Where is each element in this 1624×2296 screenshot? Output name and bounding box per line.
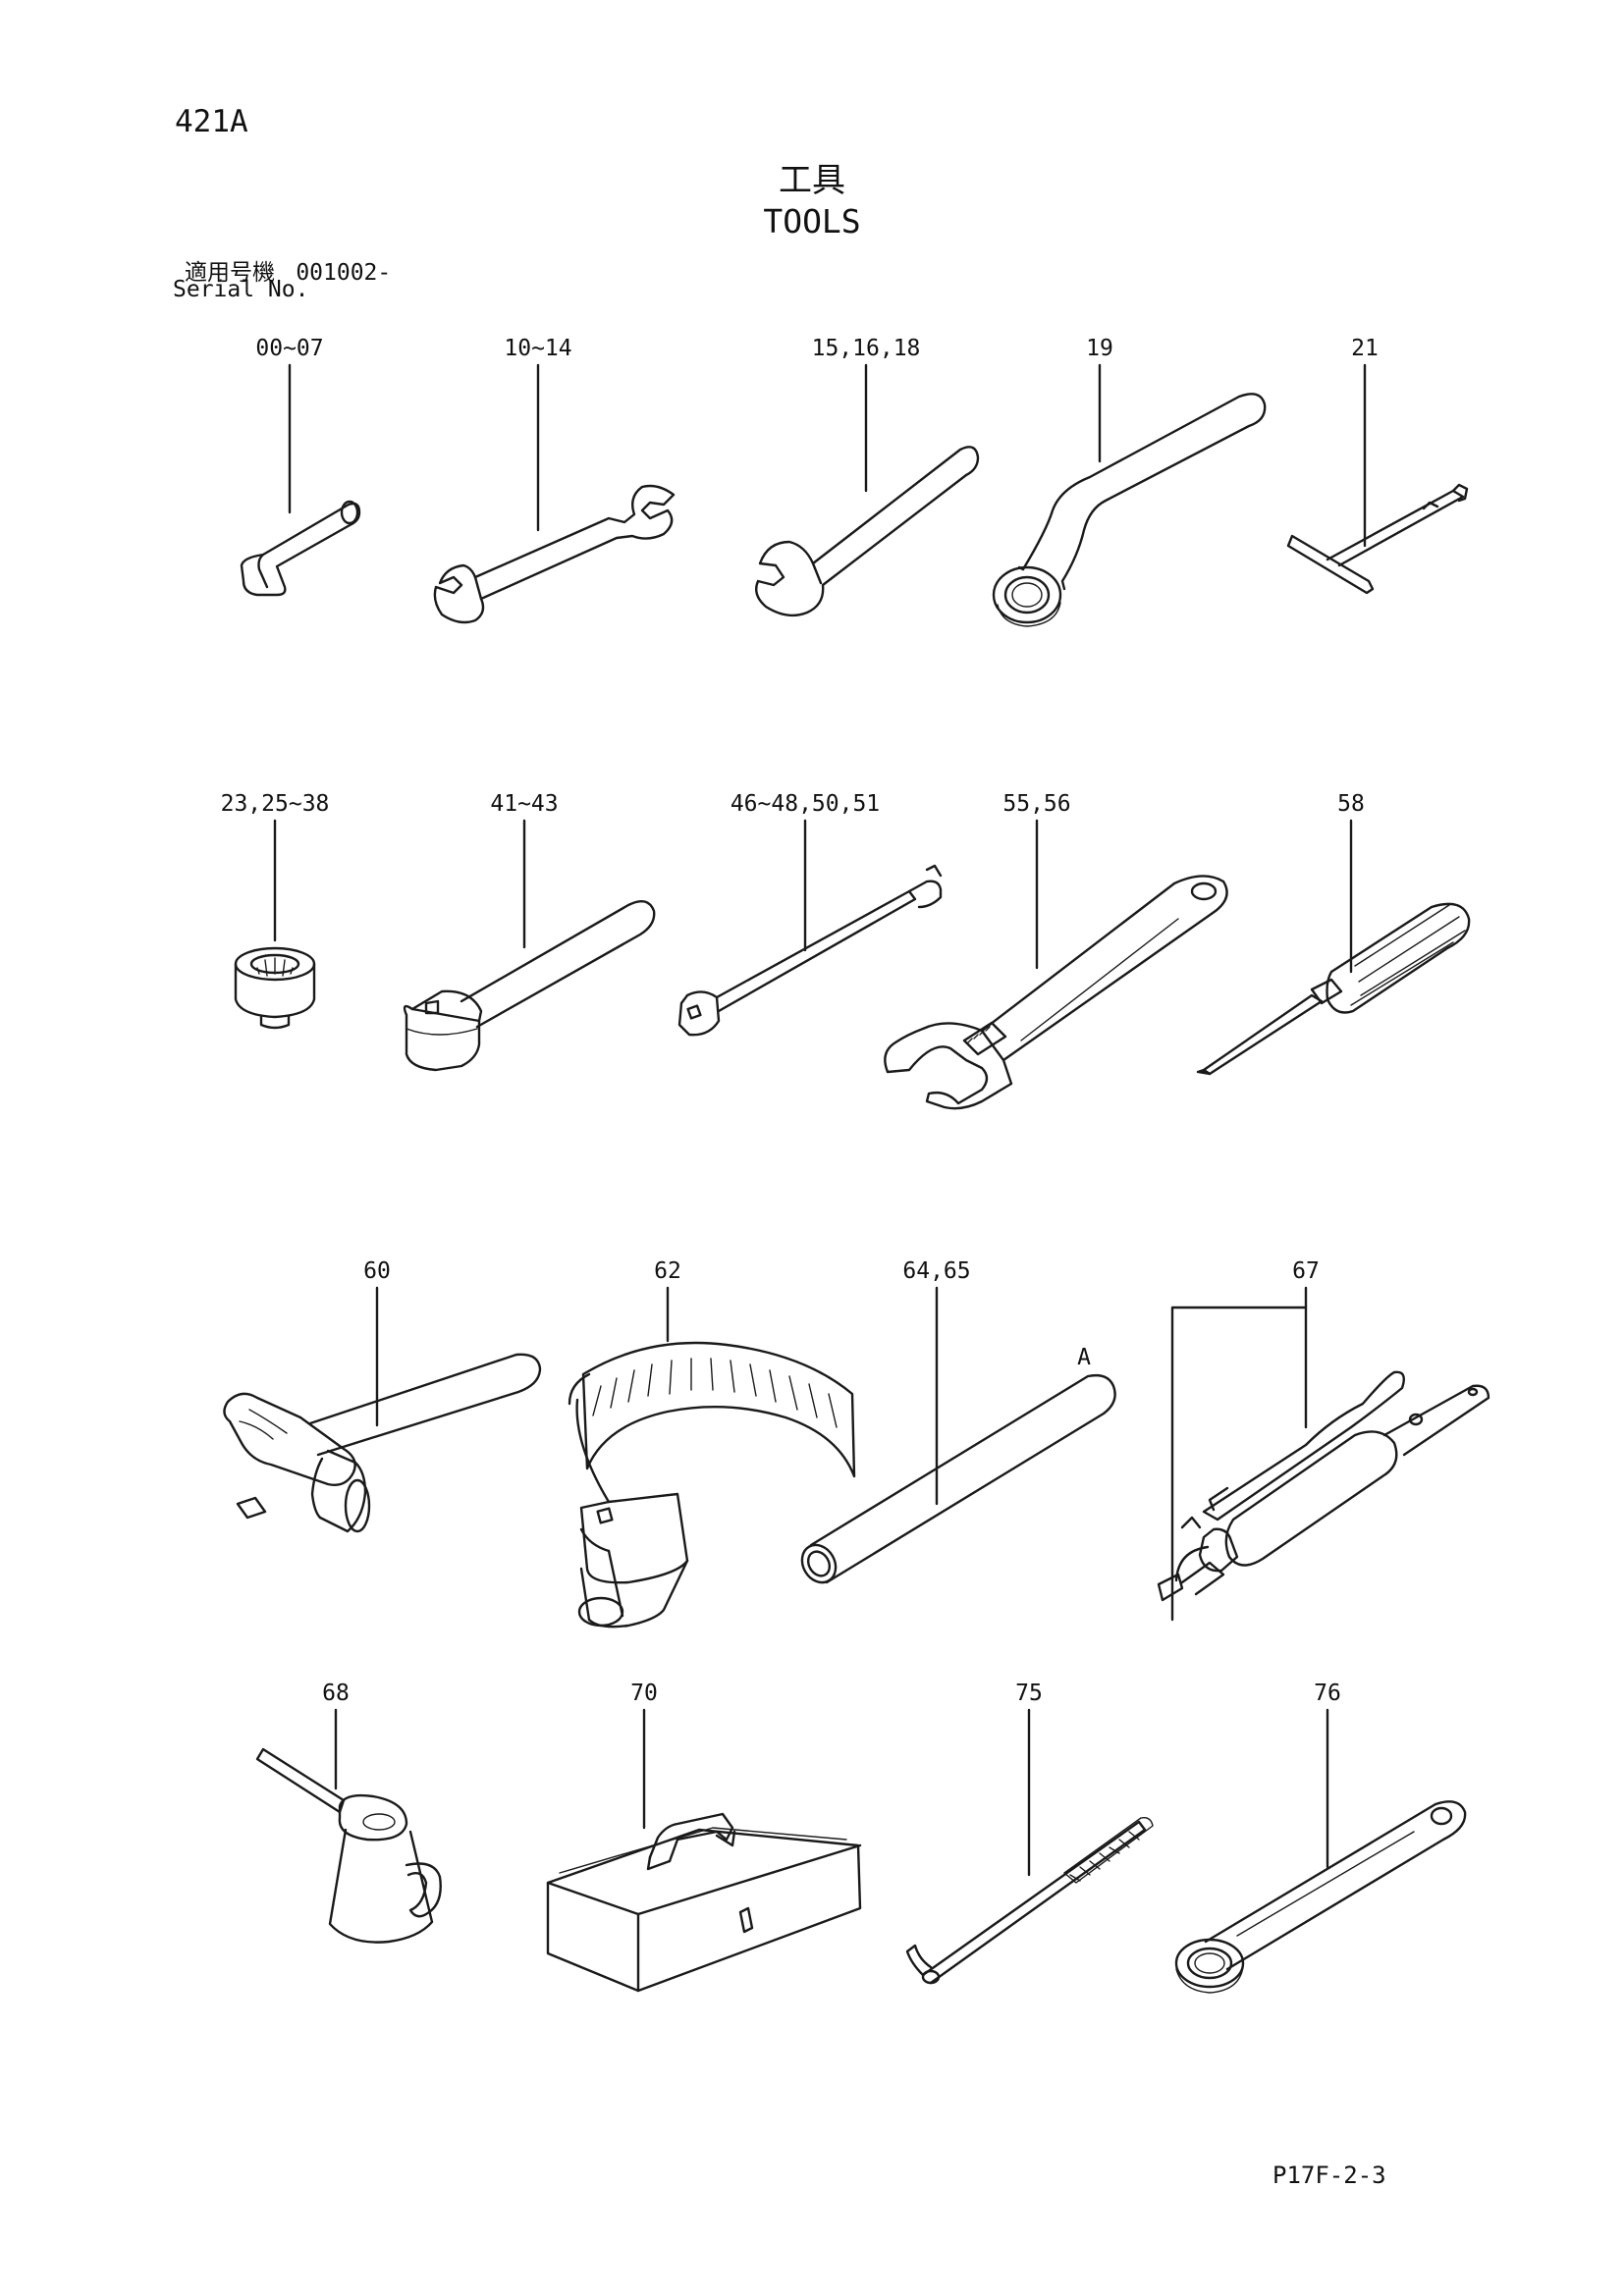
ring-wrench-drawing: [1174, 1800, 1467, 1994]
adjustable-wrench-drawing: [884, 875, 1228, 1110]
part-label-t-handle-wrench: 21: [1351, 336, 1379, 361]
part-label-tool-box: 70: [630, 1681, 658, 1706]
serial-applicability: 適用号機 001002-: [185, 253, 391, 287]
hammer-drawing: [223, 1353, 542, 1533]
part-label-hex-key: 00~07: [255, 336, 324, 361]
part-label-extension-bar: 46~48,50,51: [730, 791, 881, 817]
part-label-single-open-end-wrench: 15,16,18: [811, 336, 921, 361]
part-label-hammer: 60: [363, 1258, 391, 1284]
leader-grease-gun-a: [1170, 1286, 1308, 1622]
leader-lines: [273, 363, 1367, 1877]
double-open-end-wrench-drawing: [433, 484, 676, 624]
filter-wrench-drawing: [568, 1341, 856, 1629]
serial-number-value: 001002-: [296, 260, 392, 286]
part-label-ring-wrench: 76: [1314, 1681, 1341, 1706]
part-label-ratchet-handle: 41~43: [490, 791, 559, 817]
oil-can-drawing: [255, 1747, 442, 1944]
footer-drawing-code: P17F-2-3: [1272, 2162, 1386, 2189]
tool-box-drawing: [546, 1812, 862, 1993]
part-label-screwdriver: 58: [1337, 791, 1365, 817]
part-label-grease-gun: 67: [1292, 1258, 1320, 1284]
serial-label-japanese: 適用号機: [185, 260, 275, 286]
part-label-socket: 23,25~38: [220, 791, 330, 817]
t-handle-wrench-drawing: [1286, 483, 1469, 595]
serial-label: Serial No.: [173, 277, 309, 302]
pipe-drawing: [800, 1373, 1116, 1584]
part-label-pipe: 64,65: [902, 1258, 971, 1284]
part-label-offset-ring-wrench: 19: [1086, 336, 1113, 361]
page-number: 421A: [175, 104, 248, 139]
hex-key-drawing: [240, 500, 361, 597]
part-label-double-open-end-wrench: 10~14: [504, 336, 572, 361]
ratchet-handle-drawing: [403, 899, 656, 1072]
part-label-filter-wrench: 62: [654, 1258, 681, 1284]
offset-ring-wrench-drawing: [992, 393, 1267, 627]
screwdriver-drawing: [1196, 902, 1471, 1076]
socket-drawing: [234, 946, 316, 1030]
part-label-hook-bar: 75: [1015, 1681, 1043, 1706]
grease-gun-drawing: [1157, 1370, 1490, 1602]
part-label-oil-can: 68: [322, 1681, 350, 1706]
page-title-japanese: 工具: [779, 161, 845, 200]
extension-bar-drawing: [677, 864, 943, 1037]
page-title: TOOLS: [763, 202, 861, 240]
callout-a-label: A: [1077, 1345, 1091, 1370]
hook-bar-drawing: [905, 1816, 1154, 1985]
single-open-end-wrench-drawing: [755, 446, 980, 617]
part-label-adjustable-wrench: 55,56: [1002, 791, 1071, 817]
